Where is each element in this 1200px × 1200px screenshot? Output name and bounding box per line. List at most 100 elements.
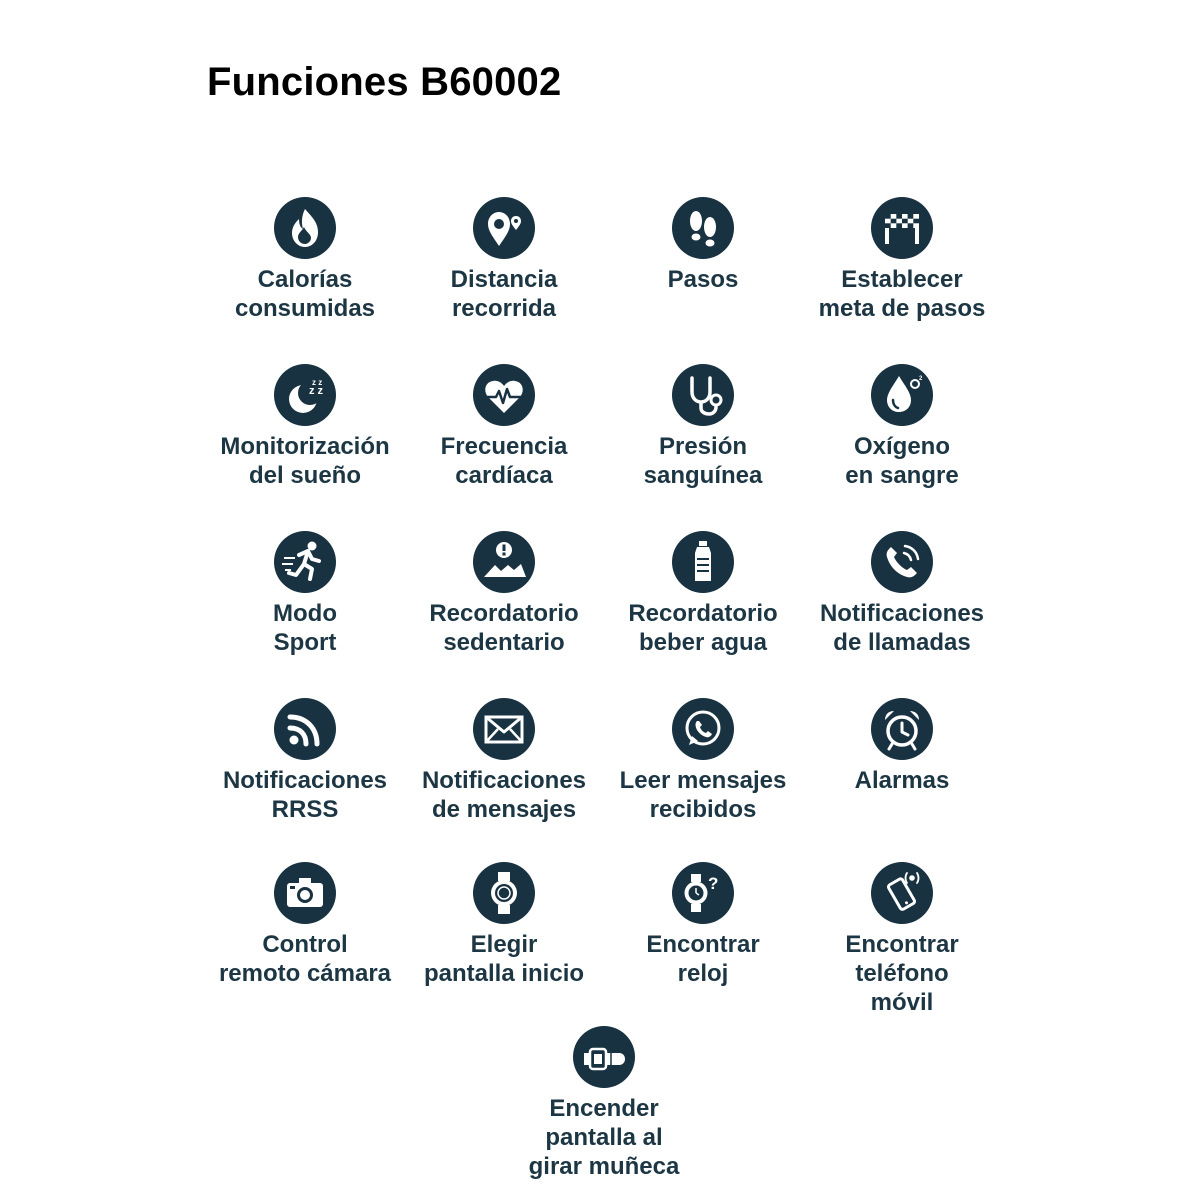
feature-label-line: consumidas — [234, 295, 376, 322]
feature-label-line: Recordatorio — [429, 600, 579, 627]
feature-label-line: móvil — [870, 989, 934, 1016]
feature-label-line: Alarmas — [854, 767, 950, 794]
feature-label-line: de mensajes — [431, 796, 577, 823]
sedentary-alert-icon — [473, 531, 535, 593]
rss-icon — [274, 698, 336, 760]
feature-label-line: Notificaciones — [819, 600, 985, 627]
feature-label-line: meta de pasos — [818, 295, 986, 322]
feature-label-line: sanguínea — [643, 462, 763, 489]
page-title: Funciones B60002 — [207, 60, 562, 104]
feature-label-line: sedentario — [443, 629, 565, 656]
alarm-clock-icon — [871, 698, 933, 760]
feature-label-line: remoto cámara — [218, 960, 392, 987]
feature-label-line: Recordatorio — [628, 600, 778, 627]
feature-label-line: Encontrar — [845, 931, 959, 958]
feature-label-line: pantalla al — [545, 1124, 663, 1151]
checkered-flag-icon — [871, 197, 933, 259]
feature-label-line: recibidos — [649, 796, 757, 823]
feature-label: Alarmas — [802, 766, 1002, 795]
oxygen-drop-icon: 2 — [871, 364, 933, 426]
feature-label-line: RRSS — [271, 796, 339, 823]
svg-text:z z: z z — [312, 378, 322, 387]
feature-label-line: Establecer — [841, 266, 963, 293]
water-bottle-icon — [672, 531, 734, 593]
feature-label: Pasos — [603, 265, 803, 294]
svg-text:z z: z z — [309, 385, 324, 397]
feature-label-line: Encender — [549, 1095, 659, 1122]
whatsapp-icon — [672, 698, 734, 760]
svg-text:2: 2 — [919, 376, 923, 382]
wrist-raise-icon — [573, 1026, 635, 1088]
feature-label-line: Frecuencia — [440, 433, 568, 460]
feature-label-line: teléfono — [855, 960, 949, 987]
feature-item: Alarmas — [802, 698, 1002, 795]
svg-text:?: ? — [708, 874, 718, 893]
feature-label-line: Sport — [273, 629, 337, 656]
feature-label-line: girar muñeca — [528, 1153, 680, 1180]
feature-label-line: del sueño — [248, 462, 362, 489]
moon-sleep-icon: z zz z — [274, 364, 336, 426]
feature-label-line: Notificaciones — [222, 767, 388, 794]
feature-label-line: Oxígeno — [853, 433, 950, 460]
feature-label-line: en sangre — [845, 462, 959, 489]
feature-label-line: Modo — [273, 600, 337, 627]
feature-label-line: Monitorización — [220, 433, 390, 460]
feature-label-line: recorrida — [451, 295, 557, 322]
feature-label-line: Calorías — [257, 266, 353, 293]
map-pin-icon — [473, 197, 535, 259]
phone-call-icon — [871, 531, 933, 593]
envelope-icon — [473, 698, 535, 760]
feature-label-line: beber agua — [638, 629, 768, 656]
feature-label-line: Distancia — [450, 266, 558, 293]
feature-item: Pasos — [603, 197, 803, 294]
feature-label-line: cardíaca — [455, 462, 553, 489]
running-man-icon — [274, 531, 336, 593]
feature-label-line: de llamadas — [833, 629, 971, 656]
feature-label-line: Elegir — [470, 931, 538, 958]
stethoscope-icon — [672, 364, 734, 426]
footprints-icon — [672, 197, 734, 259]
find-watch-icon: ? — [672, 862, 734, 924]
feature-label-line: Pasos — [667, 266, 739, 293]
feature-label-line: pantalla inicio — [423, 960, 585, 987]
feature-label-line: Encontrar — [646, 931, 760, 958]
feature-label-line: Leer mensajes — [619, 767, 787, 794]
watch-face-icon — [473, 862, 535, 924]
flame-icon — [274, 197, 336, 259]
find-phone-icon — [871, 862, 933, 924]
